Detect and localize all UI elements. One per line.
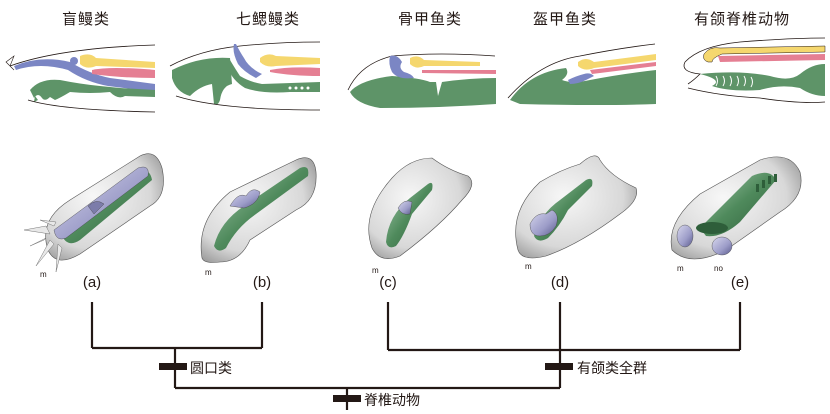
- panel-label-c: (c): [379, 274, 397, 291]
- panel-label-d: (d): [550, 274, 570, 291]
- sketch-hagfish: [5, 44, 156, 113]
- model-galeaspida: [515, 155, 637, 259]
- clade-label-cyclostomes: 圆口类: [190, 361, 232, 377]
- clade-label-vertebrates: 脊椎动物: [364, 393, 420, 409]
- sketch-gnathostome: [683, 37, 826, 103]
- sketch-lamprey: [169, 41, 321, 111]
- sketch-galeaspida: [507, 43, 656, 105]
- sketch-osteostraci: [347, 53, 496, 108]
- mouth-label-c: m: [372, 266, 379, 275]
- node-bar-vertebrates: [333, 395, 361, 402]
- node-bar-cyclostomes: [159, 363, 187, 370]
- title-osteostraci: 骨甲鱼类: [397, 10, 463, 28]
- 3d-models: [23, 153, 802, 273]
- side-view-sketches: [5, 37, 826, 113]
- title-galeaspida: 盔甲鱼类: [532, 10, 598, 28]
- panel-label-a: (a): [82, 274, 102, 291]
- mouth-label-a: m: [40, 270, 47, 279]
- mouth-label-e: m: [677, 264, 684, 273]
- title-gnathostome: 有颌脊椎动物: [693, 10, 791, 28]
- panel-label-e: (e): [730, 274, 750, 291]
- clade-label-gnathostome-total: 有颌类全群: [577, 361, 647, 377]
- node-bar-gnathostomes: [545, 363, 573, 370]
- panel-label-b: (b): [252, 274, 272, 291]
- title-lamprey: 七鳃鳗类: [235, 10, 301, 28]
- model-osteostraci: [368, 157, 473, 259]
- model-hagfish: [23, 153, 164, 273]
- nostril-label-e: no: [714, 264, 723, 273]
- mouth-label-d: m: [525, 262, 532, 271]
- mouth-label-b: m: [205, 268, 212, 277]
- model-gnathostome: [670, 156, 802, 260]
- title-hagfish: 盲鳗类: [61, 10, 111, 28]
- model-lamprey: [200, 157, 317, 263]
